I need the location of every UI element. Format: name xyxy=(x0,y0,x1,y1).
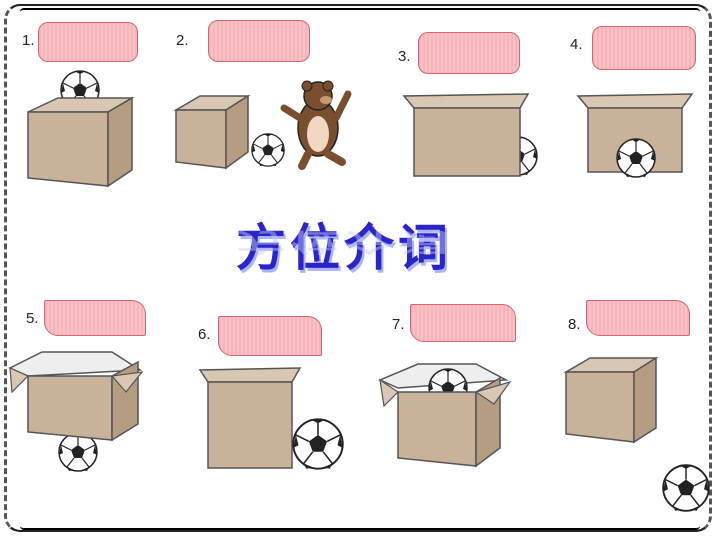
page-title: 方位介词 xyxy=(236,218,452,277)
item-number-7: 7. xyxy=(392,316,405,333)
soccer-ball-2 xyxy=(251,133,285,167)
box-2-side xyxy=(225,94,249,170)
bottom-border xyxy=(20,522,700,530)
scene-5 xyxy=(8,351,144,472)
slide-frame xyxy=(4,4,712,532)
box-6 xyxy=(207,381,293,469)
box-8 xyxy=(565,371,635,443)
answer-field-7[interactable] xyxy=(410,304,516,342)
soccer-ball-4 xyxy=(616,138,656,178)
box-3 xyxy=(413,107,521,177)
item-number-5: 5. xyxy=(26,310,39,327)
scene-7 xyxy=(378,363,512,468)
top-border xyxy=(20,8,700,16)
answer-field-4[interactable] xyxy=(592,26,696,70)
answer-field-6[interactable] xyxy=(218,316,322,356)
item-number-4: 4. xyxy=(570,36,583,53)
answer-field-2[interactable] xyxy=(208,20,310,62)
scene-2 xyxy=(173,80,352,170)
box-1-front xyxy=(27,111,109,187)
answer-field-1[interactable] xyxy=(38,22,138,62)
box-7 xyxy=(397,391,477,467)
box-1-side xyxy=(107,96,133,188)
item-number-1: 1. xyxy=(22,32,35,49)
box-5 xyxy=(27,375,113,441)
answer-field-5[interactable] xyxy=(44,300,146,336)
soccer-ball-8 xyxy=(662,464,710,512)
answer-field-8[interactable] xyxy=(586,300,690,336)
item-number-8: 8. xyxy=(568,316,581,333)
scene-1 xyxy=(27,70,135,188)
answer-field-3[interactable] xyxy=(418,32,520,74)
scene-6 xyxy=(198,367,344,470)
box-2-front xyxy=(175,109,227,169)
soccer-ball-6 xyxy=(292,418,344,470)
item-number-2: 2. xyxy=(176,32,189,49)
item-number-3: 3. xyxy=(398,48,411,65)
item-number-6: 6. xyxy=(198,326,211,343)
scene-4 xyxy=(576,93,694,178)
scene-3 xyxy=(402,93,538,177)
scene-8 xyxy=(563,356,710,512)
bear-icon xyxy=(280,80,352,170)
